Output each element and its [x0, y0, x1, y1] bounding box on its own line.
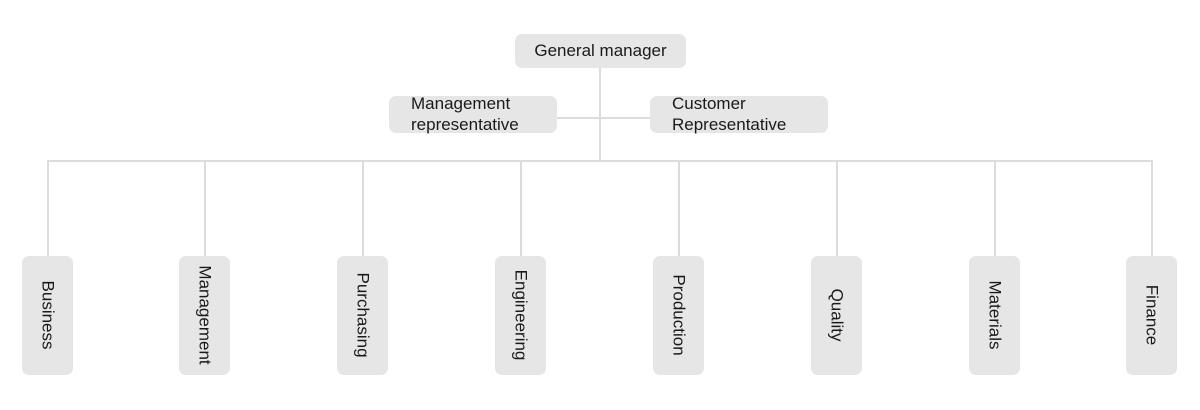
node-customer-representative-label: Customer Representative	[672, 94, 787, 134]
node-department-finance-label: Finance	[1142, 285, 1162, 346]
connector-drop-production	[678, 160, 680, 257]
node-department-production-label: Production	[669, 274, 689, 357]
connector-staff-left	[556, 117, 601, 119]
node-department-engineering-label: Engineering	[511, 270, 531, 361]
connector-drop-quality	[836, 160, 838, 257]
connector-drop-management	[204, 160, 206, 257]
node-management-representative-label: Management representative	[411, 94, 519, 134]
connector-drop-business	[47, 160, 49, 257]
connector-drop-finance	[1151, 160, 1153, 257]
node-department-purchasing-label: Purchasing	[353, 272, 373, 359]
connector-drop-materials	[994, 160, 996, 257]
node-department-quality-label: Quality	[827, 289, 847, 342]
node-department-finance[interactable]: Finance	[1126, 256, 1177, 375]
connector-staff-right	[599, 117, 651, 119]
node-department-business[interactable]: Business	[22, 256, 73, 375]
node-department-purchasing[interactable]: Purchasing	[337, 256, 388, 375]
connector-department-bus	[47, 160, 1152, 162]
node-general-manager-label: General manager	[534, 40, 667, 60]
node-department-quality[interactable]: Quality	[811, 256, 862, 375]
connector-root-trunk	[599, 68, 601, 161]
node-department-production[interactable]: Production	[653, 256, 704, 375]
node-department-materials[interactable]: Materials	[969, 256, 1020, 375]
node-department-business-label: Business	[38, 281, 58, 350]
connector-drop-engineering	[520, 160, 522, 257]
node-department-management-label: Management	[195, 265, 215, 366]
node-general-manager[interactable]: General manager	[515, 34, 686, 68]
node-department-engineering[interactable]: Engineering	[495, 256, 546, 375]
node-department-management[interactable]: Management	[179, 256, 230, 375]
node-department-materials-label: Materials	[985, 281, 1005, 350]
connector-drop-purchasing	[362, 160, 364, 257]
node-customer-representative[interactable]: Customer Representative	[650, 94, 828, 134]
node-management-representative[interactable]: Management representative	[389, 94, 557, 134]
